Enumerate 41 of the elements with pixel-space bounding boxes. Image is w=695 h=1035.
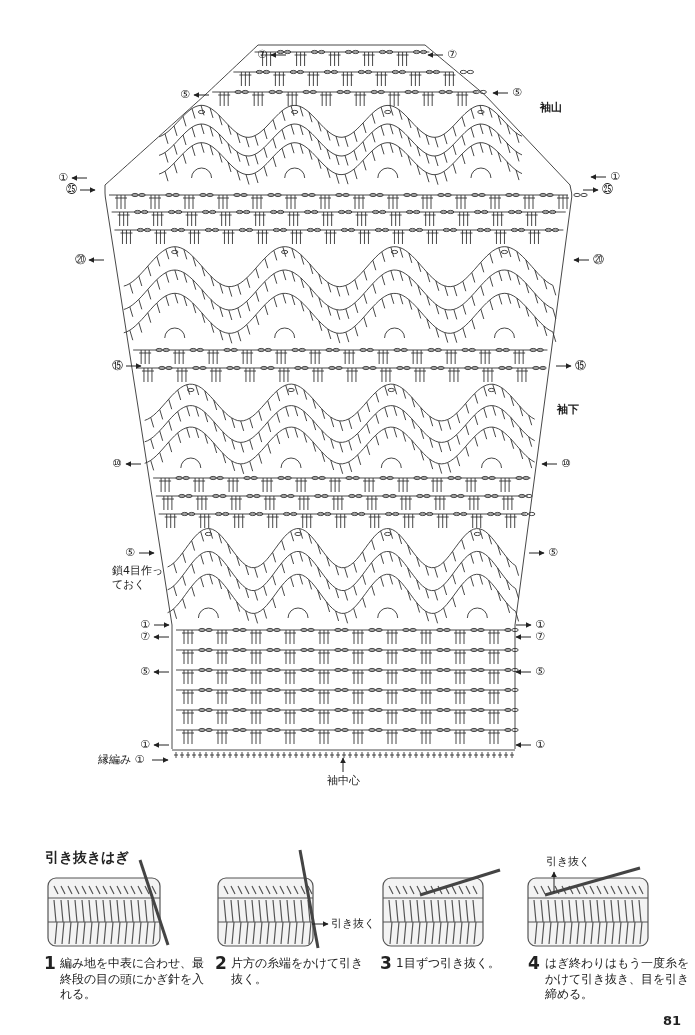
row-number: ⑤ [140, 665, 150, 679]
row-number: ⑳ [592, 253, 604, 267]
row-number: ⑦ [257, 48, 267, 62]
row-number: ① [140, 618, 150, 631]
chart-note: 縁編み ① [98, 753, 145, 767]
step-number: 4 [528, 952, 540, 975]
row-number: ⑦ [447, 48, 457, 62]
row-number: ① [58, 171, 68, 184]
row-number: ⑤ [535, 665, 545, 679]
row-number: ⑤ [180, 88, 190, 102]
chart-note: 袖中心 [326, 774, 360, 788]
step-caption: はぎ終わりはもう一度糸をかけて引き抜き、目を引き締める。 [545, 956, 690, 1003]
step-caption: 編み地を中表に合わせ、最終段の目の頭にかぎ針を入れる。 [60, 956, 205, 1003]
row-number: ㉕ [65, 183, 77, 197]
row-number: ⑮ [574, 359, 586, 373]
row-number: ⑳ [74, 253, 86, 267]
section-label: 袖山 [540, 101, 562, 115]
step-number: 3 [380, 952, 392, 975]
row-number: ⑤ [125, 546, 135, 560]
row-number: ⑩ [561, 457, 571, 471]
section-label: 袖下 [557, 403, 579, 417]
row-number: ① [610, 170, 620, 183]
row-number: ⑤ [512, 86, 522, 100]
section-heading: 引き抜きはぎ [45, 848, 129, 866]
illustration-label: 引き抜く [331, 917, 375, 931]
step-caption: 片方の糸端をかけて引き抜く。 [231, 956, 364, 988]
row-number: ㉕ [601, 183, 613, 197]
row-number: ⑮ [111, 359, 123, 373]
row-number: ⑦ [140, 630, 150, 644]
chart-note: 鎖4目作っておく [112, 564, 164, 593]
illustration-label: 引き抜く [546, 855, 590, 869]
row-number: ⑤ [548, 546, 558, 560]
row-number: ① [535, 618, 545, 631]
step-number: 2 [215, 952, 227, 975]
page-number: 81 [663, 1013, 682, 1029]
row-number: ⑦ [535, 630, 545, 644]
step-caption: 1目ずつ引き抜く。 [396, 956, 501, 972]
row-number: ① [535, 738, 545, 752]
step-number: 1 [44, 952, 56, 975]
row-number: ① [140, 738, 150, 752]
row-number: ⑩ [112, 457, 122, 471]
